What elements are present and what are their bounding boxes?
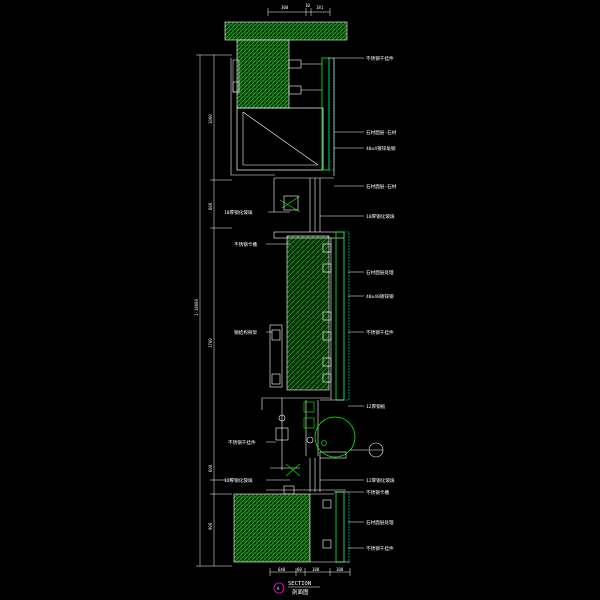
bottom-dim-2: 60 — [297, 567, 302, 572]
middle-wall — [286, 235, 330, 391]
left-dimensions — [196, 54, 232, 567]
label-right-12: 石材面层处理 — [366, 519, 394, 526]
label-right-11: 不锈钢卡槽 — [366, 489, 389, 496]
label-left-2: 不锈钢卡槽 — [234, 241, 257, 248]
section-marker — [273, 582, 285, 594]
top-slab — [224, 21, 348, 41]
upper-box — [236, 107, 324, 171]
lower-glass — [266, 458, 346, 495]
left-dim-3: 1700 — [208, 338, 213, 348]
label-right-13: 不锈钢干挂件 — [366, 545, 394, 552]
label-right-3: 40x4镀锌角钢 — [366, 145, 396, 152]
detail-circle — [314, 416, 356, 458]
left-leaders — [266, 211, 290, 481]
label-left-1: 10厚钢化玻璃 — [224, 209, 253, 216]
top-dimension — [267, 8, 331, 16]
bottom-dim-3: 180 — [312, 567, 320, 572]
label-right-1: 不锈钢干挂件 — [366, 55, 394, 62]
label-left-4: 不锈钢干挂件 — [228, 439, 256, 446]
bottom-wall — [233, 493, 311, 563]
middle-cladding — [330, 231, 350, 401]
bottom-dimensions — [269, 568, 351, 576]
overall-dim: 1-18000 — [194, 299, 199, 316]
label-left-5: 12厚钢化玻璃 — [224, 477, 253, 484]
top-dim-1: 300 — [281, 5, 289, 10]
label-right-10: 12厚钢化玻璃 — [366, 477, 395, 484]
label-right-5: 10厚钢化玻璃 — [366, 213, 395, 220]
top-dim-2: 10 — [305, 3, 310, 8]
label-left-3: 钢结构骨架 — [234, 329, 257, 336]
section-subtitle: 剖面图 — [292, 588, 309, 596]
label-right-8: 不锈钢干挂件 — [366, 329, 394, 336]
upper-glass — [273, 177, 334, 232]
label-right-9: 12厚钢板 — [366, 403, 386, 410]
section-marker-text: A — [277, 586, 280, 591]
upper-brackets — [288, 59, 322, 95]
section-title: SECTION — [288, 581, 311, 587]
right-leaders — [320, 57, 364, 549]
bottom-cladding — [310, 491, 350, 563]
left-dim-5: 900 — [208, 522, 213, 530]
label-right-6: 石材面层处理 — [366, 269, 394, 276]
left-dim-4: 600 — [208, 464, 213, 472]
upper-cladding — [321, 57, 335, 176]
label-right-7: 40x40镀锌钢 — [366, 293, 394, 300]
bottom-dim-4: 100 — [336, 567, 344, 572]
top-wall — [236, 39, 290, 109]
label-right-4: 石材面层-石材 — [366, 183, 397, 190]
hanger-assembly — [270, 398, 347, 477]
bottom-dim-1: 640 — [278, 567, 286, 572]
left-dim-2: 600 — [208, 202, 213, 210]
label-right-2: 石材面层-石材 — [366, 129, 397, 136]
middle-left-frame — [261, 324, 330, 410]
left-dim-1: 1000 — [208, 114, 213, 124]
top-dim-3: 181 — [316, 5, 324, 10]
